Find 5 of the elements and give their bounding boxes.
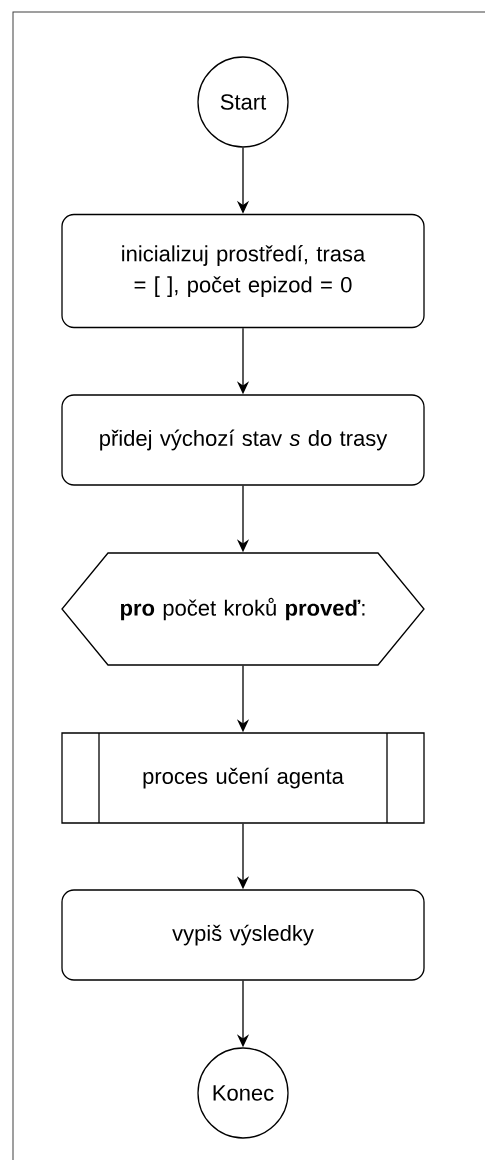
subprocess-box: proces učení agenta bbox=[61, 732, 425, 824]
process-box: inicializuj prostředí, trasa = [ ], počet epizod = 0 bbox=[61, 213, 425, 329]
loop-hexagon: pro počet kroků proveď: bbox=[61, 552, 425, 666]
process-box: vypiš výsledky bbox=[61, 889, 425, 981]
process-box: přidej výchozí stav s do trasy bbox=[61, 394, 425, 486]
